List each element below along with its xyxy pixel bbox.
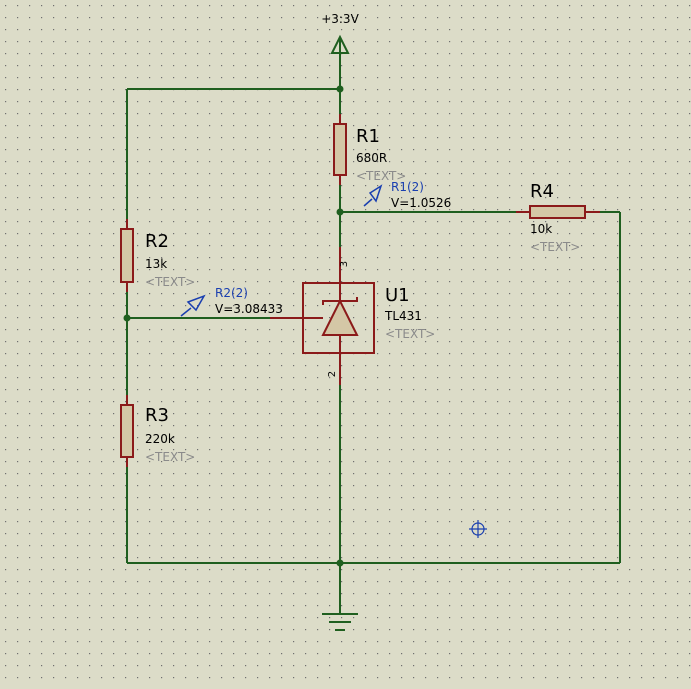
ground-icon[interactable] (322, 613, 358, 631)
r3-value: 220k (145, 432, 175, 446)
crosshair-marker-icon[interactable] (469, 520, 487, 538)
r3-body (120, 404, 134, 458)
probe-r2-reading: V=3.08433 (215, 302, 283, 316)
junction-ref-node[interactable] (123, 314, 131, 322)
probe-r1-name: R1(2) (391, 180, 424, 194)
r4-value: 10k (530, 222, 552, 236)
ic-u1-tl431[interactable]: 3 2 U1 TL431 <TEXT> (270, 247, 435, 385)
r1-ref: R1 (356, 126, 380, 147)
r1-value: 680R (356, 151, 387, 165)
wires (126, 55, 621, 614)
resistor-r1[interactable]: R1 680R <TEXT> (333, 114, 406, 185)
junction-top[interactable] (336, 85, 344, 93)
power-terminal[interactable]: +3:3V (321, 12, 360, 55)
probe-arrow-icon (180, 294, 206, 317)
resistor-r4[interactable]: R4 10k <TEXT> (516, 181, 600, 254)
r2-value: 13k (145, 257, 167, 271)
junction-bottom[interactable] (336, 559, 344, 567)
r2-ref: R2 (145, 231, 169, 252)
r4-text-placeholder: <TEXT> (530, 240, 580, 254)
r3-text-placeholder: <TEXT> (145, 450, 195, 464)
voltage-probe-r1[interactable]: R1(2) V=1.0526 (363, 180, 451, 210)
power-arrow-icon (330, 34, 350, 55)
u1-value: TL431 (384, 309, 422, 323)
zener-cathode-bar (322, 297, 358, 305)
junction-cathode-node[interactable] (336, 208, 344, 216)
r4-ref: R4 (530, 181, 554, 202)
junctions (123, 85, 344, 567)
probe-r1-reading: V=1.0526 (391, 196, 451, 210)
r3-ref: R3 (145, 405, 169, 426)
u1-pin3-number: 3 (339, 261, 350, 267)
probe-arrow-icon (363, 184, 383, 207)
r2-body (120, 228, 134, 283)
r1-text-placeholder: <TEXT> (356, 169, 406, 183)
u1-ref: U1 (385, 285, 410, 306)
power-label: +3:3V (321, 12, 359, 26)
r2-text-placeholder: <TEXT> (145, 275, 195, 289)
zener-triangle-icon (321, 298, 359, 336)
u1-pin2-number: 2 (327, 371, 338, 377)
resistor-r2[interactable]: R2 13k <TEXT> (120, 219, 195, 292)
u1-text-placeholder: <TEXT> (385, 327, 435, 341)
voltage-probe-r2[interactable]: R2(2) V=3.08433 (180, 286, 283, 317)
resistor-r3[interactable]: R3 220k <TEXT> (120, 395, 195, 467)
probe-r2-name: R2(2) (215, 286, 248, 300)
r4-body (529, 205, 586, 219)
r1-body (333, 123, 347, 176)
